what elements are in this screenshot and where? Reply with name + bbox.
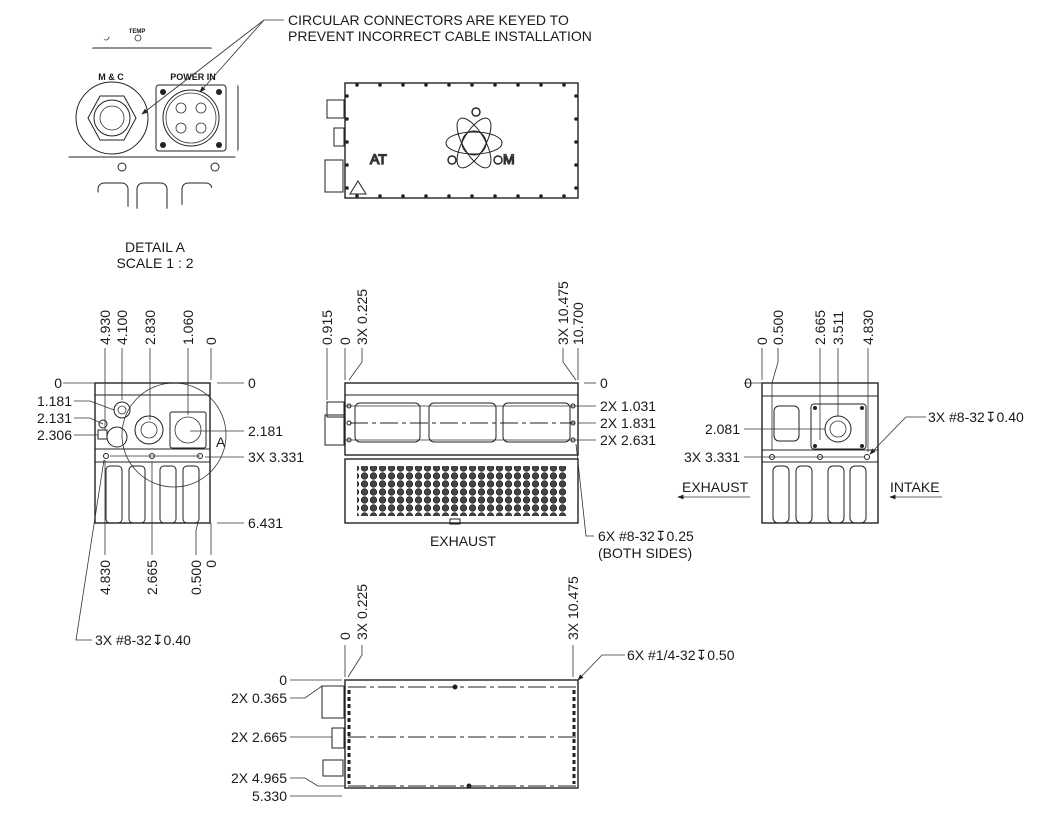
- screw-dot: [345, 186, 349, 190]
- screw-dot: [539, 83, 543, 87]
- warning-triangle-icon: [349, 180, 367, 195]
- screw-dot: [574, 94, 578, 98]
- dim-center-0: 0: [600, 375, 608, 391]
- screw-dot: [516, 194, 520, 198]
- dim-vertical-label: 0.500: [188, 560, 204, 595]
- screw-dot: [470, 194, 474, 198]
- dim-center-1031: 2X 1.031: [600, 398, 656, 414]
- side-hole-note: 6X #8-32↧0.25: [598, 528, 694, 544]
- dim-vertical-label: 1.060: [180, 310, 196, 345]
- screw-dot: [345, 117, 349, 121]
- dim-bottom-5330: 5.330: [252, 788, 287, 804]
- dim-vertical-label: 3X 10.475: [565, 576, 581, 640]
- dim-vertical-label: 2.665: [144, 560, 160, 595]
- exhaust-label: EXHAUST: [430, 533, 497, 549]
- screw-dot: [401, 83, 405, 87]
- callout-line-2: PREVENT INCORRECT CABLE INSTALLATION: [288, 28, 592, 44]
- detail-scale: SCALE 1 : 2: [116, 255, 193, 271]
- dim-right-3331: 3X 3.331: [248, 449, 304, 465]
- dim-left-2131: 2.131: [37, 410, 72, 426]
- dim-right-6431: 6.431: [248, 515, 283, 531]
- dim-left-0: 0: [54, 375, 62, 391]
- dim-bottom-2665: 2X 2.665: [231, 729, 287, 745]
- temp-label: TEMP: [129, 29, 146, 35]
- screw-dot: [378, 83, 382, 87]
- dim-center-1831: 2X 1.831: [600, 415, 656, 431]
- dim-vertical-label: 0: [203, 560, 219, 568]
- screw-dot: [574, 186, 578, 190]
- dim-vertical-label: 0: [754, 337, 770, 345]
- screw-dot: [493, 83, 497, 87]
- dim-vertical-label: 4.830: [97, 560, 113, 595]
- screw-dot: [574, 140, 578, 144]
- atom-logo-m: M: [503, 151, 515, 167]
- screw-dot: [562, 83, 566, 87]
- screw-dot: [562, 194, 566, 198]
- dim-left-2306: 2.306: [37, 427, 72, 443]
- dim-vertical-label: 10.700: [570, 302, 586, 345]
- screw-dot: [470, 83, 474, 87]
- mc-label: M & C: [98, 72, 124, 82]
- screw-dot: [345, 163, 349, 167]
- right-view-hole-note: 3X #8-32↧0.40: [928, 409, 1024, 425]
- front-left-hole-note: 3X #8-32↧0.40: [95, 632, 191, 648]
- screw-dot: [401, 194, 405, 198]
- screw-dot: [574, 117, 578, 121]
- screw-dot: [424, 194, 428, 198]
- dim-vertical-label: 3X 10.475: [555, 281, 571, 345]
- bottom-hole-note: 6X #1/4-32↧0.50: [627, 647, 735, 663]
- screw-dot: [539, 194, 543, 198]
- atom-symbol-icon: [445, 107, 503, 169]
- screw-dot: [345, 94, 349, 98]
- dim-bottom-0: 0: [279, 672, 287, 688]
- connector-callout: CIRCULAR CONNECTORS ARE KEYED TO PREVENT…: [141, 12, 592, 115]
- dim-vertical-label: 0.915: [319, 310, 335, 345]
- screw-dot: [574, 163, 578, 167]
- dim-vertical-label: 4.830: [860, 310, 876, 345]
- dim-vertical-label: 0.500: [770, 310, 786, 345]
- screw-dot: [355, 194, 359, 198]
- atom-logo-a-t: AT: [370, 151, 387, 167]
- power-in-label: POWER IN: [170, 72, 216, 82]
- screw-dot: [516, 83, 520, 87]
- section-marker-a: A: [216, 434, 226, 450]
- dim-vertical-label: 3X 0.225: [354, 289, 370, 345]
- dim-right-2181: 2.181: [248, 423, 283, 439]
- screw-dot: [378, 194, 382, 198]
- screw-dot: [447, 194, 451, 198]
- exhaust-arrow-label: EXHAUST: [682, 479, 749, 495]
- screw-dot: [355, 83, 359, 87]
- dim-bottom-4965: 2X 4.965: [231, 770, 287, 786]
- dim-vertical-label: 0: [337, 632, 353, 640]
- dim-vertical-label: 0: [203, 337, 219, 345]
- dim-right-0: 0: [248, 375, 256, 391]
- dim-vertical-label: 3X 0.225: [354, 584, 370, 640]
- dim-center-2631: 2X 2.631: [600, 432, 656, 448]
- dim-vertical-label: 3.511: [830, 311, 846, 345]
- dim-vertical-label: 2.665: [812, 310, 828, 345]
- dim-vertical-label: 4.930: [97, 310, 113, 345]
- dim-bottom-0365: 2X 0.365: [231, 690, 287, 706]
- screw-dot: [493, 194, 497, 198]
- dim-vertical-label: 4.100: [114, 310, 130, 345]
- dim-left-1181: 1.181: [37, 393, 72, 409]
- dim-right-view-2081: 2.081: [705, 421, 740, 437]
- detail-title: DETAIL A: [125, 239, 186, 255]
- dim-vertical-label: 2.830: [142, 310, 158, 345]
- top-view: AT M: [324, 82, 579, 199]
- both-sides-note: (BOTH SIDES): [598, 545, 692, 561]
- screw-dot: [447, 83, 451, 87]
- screw-dot: [345, 140, 349, 144]
- dim-right-view-0: 0: [744, 375, 752, 391]
- dim-right-view-3331: 3X 3.331: [684, 449, 740, 465]
- screw-dot: [424, 83, 428, 87]
- detail-a-view: M & C POWER IN TEMP DETAIL A SCALE 1 : 2: [60, 26, 239, 271]
- dim-vertical-label: 0: [337, 337, 353, 345]
- intake-arrow-label: INTAKE: [890, 479, 940, 495]
- callout-line-1: CIRCULAR CONNECTORS ARE KEYED TO: [288, 12, 569, 28]
